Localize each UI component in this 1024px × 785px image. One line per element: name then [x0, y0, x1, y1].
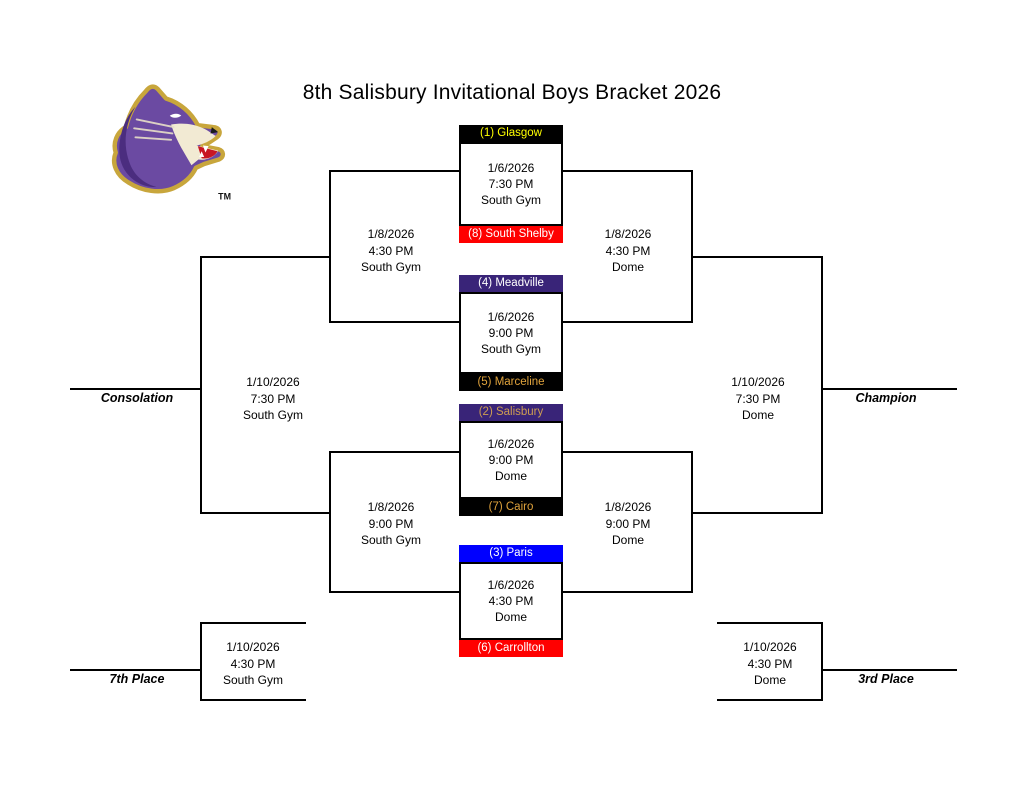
game-time: 4:30 PM	[368, 243, 414, 258]
seventh-place-game-info: 1/10/2026 4:30 PM South Gym	[188, 639, 318, 689]
game-time: 9:00 PM	[368, 516, 414, 531]
game-venue: South Gym	[242, 408, 304, 422]
game-time: 4:30 PM	[747, 656, 793, 671]
connector-line	[329, 170, 459, 172]
consolation-line	[70, 388, 202, 390]
game-venue: South Gym	[360, 260, 422, 274]
team-seed-paris: (3) Paris	[459, 545, 563, 562]
team-seed-carrollton: (6) Carrollton	[459, 640, 563, 657]
connector-line	[200, 622, 306, 624]
connector-line	[329, 591, 459, 593]
svg-text:TM: TM	[218, 192, 231, 202]
connector-line	[200, 699, 306, 701]
game-time: 7:30 PM	[735, 391, 781, 406]
champion-line	[821, 388, 957, 390]
game-venue: Dome	[753, 673, 786, 687]
game-date: 1/6/2026	[487, 161, 535, 175]
game-2-info: 1/6/2026 9:00 PM South Gym	[459, 292, 563, 374]
seventh-place-line	[70, 669, 202, 671]
page-title: 8th Salisbury Invitational Boys Bracket …	[302, 81, 722, 104]
team-seed-salisbury: (2) Salisbury	[459, 404, 563, 421]
semifinal-left-bottom-info: 1/8/2026 9:00 PM South Gym	[326, 499, 456, 549]
third-place-game-info: 1/10/2026 4:30 PM Dome	[705, 639, 835, 689]
game-venue: Dome	[494, 469, 527, 483]
connector-line	[691, 256, 823, 258]
connector-line	[691, 170, 693, 323]
game-venue: South Gym	[222, 673, 284, 687]
game-venue: Dome	[494, 610, 527, 624]
seventh-place-label: 7th Place	[109, 672, 165, 686]
semifinal-right-bottom-info: 1/8/2026 9:00 PM Dome	[563, 499, 693, 549]
game-date: 1/8/2026	[604, 227, 652, 241]
game-1: (1) Glasgow 1/6/2026 7:30 PM South Gym (…	[459, 125, 563, 243]
panther-head-icon: TM	[111, 84, 231, 202]
game-date: 1/8/2026	[367, 500, 415, 514]
connector-line	[329, 321, 459, 323]
game-time: 9:00 PM	[488, 326, 534, 340]
game-time: 9:00 PM	[605, 516, 651, 531]
championship-game-info: 1/10/2026 7:30 PM Dome	[693, 374, 823, 424]
team-seed-south-shelby: (8) South Shelby	[459, 226, 563, 243]
third-place-label: 3rd Place	[858, 672, 914, 686]
connector-line	[691, 451, 693, 593]
connector-line	[200, 622, 202, 701]
game-date: 1/8/2026	[367, 227, 415, 241]
game-time: 4:30 PM	[488, 594, 534, 608]
team-seed-meadville: (4) Meadville	[459, 275, 563, 292]
game-date: 1/10/2026	[731, 375, 785, 389]
connector-line	[563, 170, 693, 172]
game-date: 1/6/2026	[487, 437, 535, 451]
consolation-label: Consolation	[100, 391, 174, 405]
panther-logo-icon: TM	[96, 82, 236, 204]
game-1-info: 1/6/2026 7:30 PM South Gym	[459, 142, 563, 226]
connector-line	[717, 699, 823, 701]
semifinal-right-top-info: 1/8/2026 4:30 PM Dome	[563, 226, 693, 276]
connector-line	[821, 256, 823, 514]
game-time: 7:30 PM	[488, 177, 534, 191]
team-seed-marceline: (5) Marceline	[459, 374, 563, 391]
connector-line	[329, 451, 331, 593]
game-venue: Dome	[611, 260, 644, 274]
game-3: (2) Salisbury 1/6/2026 9:00 PM Dome (7) …	[459, 404, 563, 516]
game-4: (3) Paris 1/6/2026 4:30 PM Dome (6) Carr…	[459, 545, 563, 657]
connector-line	[821, 622, 823, 701]
game-venue: Dome	[741, 408, 774, 422]
connector-line	[329, 451, 459, 453]
connector-line	[691, 512, 823, 514]
team-seed-cairo: (7) Cairo	[459, 499, 563, 516]
connector-line	[563, 451, 693, 453]
game-venue: South Gym	[480, 193, 542, 207]
game-time: 9:00 PM	[488, 453, 534, 467]
connector-line	[717, 622, 823, 624]
game-date: 1/6/2026	[487, 578, 535, 592]
game-venue: Dome	[611, 533, 644, 547]
game-time: 4:30 PM	[605, 243, 651, 258]
game-date: 1/8/2026	[604, 500, 652, 514]
connector-line	[563, 591, 693, 593]
connector-line	[200, 256, 331, 258]
game-date: 1/6/2026	[487, 310, 535, 324]
game-date: 1/10/2026	[246, 375, 300, 389]
game-time: 4:30 PM	[230, 656, 276, 671]
game-venue: South Gym	[480, 342, 542, 356]
game-3-info: 1/6/2026 9:00 PM Dome	[459, 421, 563, 499]
connector-line	[329, 170, 331, 323]
game-4-info: 1/6/2026 4:30 PM Dome	[459, 562, 563, 640]
consolation-game-info: 1/10/2026 7:30 PM South Gym	[208, 374, 338, 424]
connector-line	[563, 321, 693, 323]
game-date: 1/10/2026	[743, 640, 797, 654]
champion-label: Champion	[855, 391, 917, 405]
third-place-line	[821, 669, 957, 671]
connector-line	[200, 256, 202, 514]
semifinal-left-top-info: 1/8/2026 4:30 PM South Gym	[326, 226, 456, 276]
game-venue: South Gym	[360, 533, 422, 547]
connector-line	[200, 512, 331, 514]
game-time: 7:30 PM	[250, 391, 296, 406]
game-date: 1/10/2026	[226, 640, 280, 654]
game-2: (4) Meadville 1/6/2026 9:00 PM South Gym…	[459, 275, 563, 391]
team-seed-glasgow: (1) Glasgow	[459, 125, 563, 142]
